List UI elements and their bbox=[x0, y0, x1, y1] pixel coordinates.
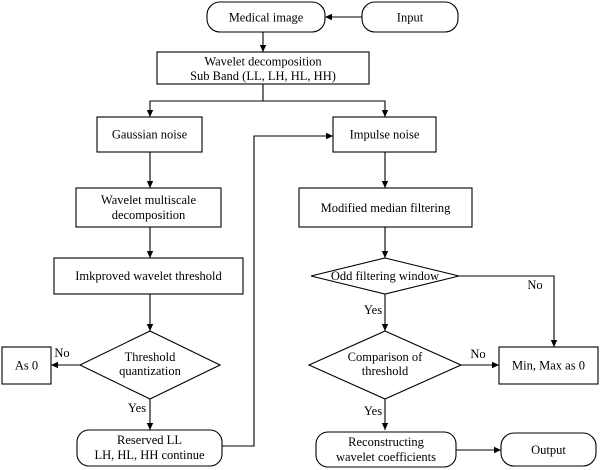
node-odd-window: Odd filtering window bbox=[310, 257, 460, 295]
node-reconstructing: Reconstructing wavelet coefficients bbox=[315, 431, 457, 468]
node-wavelet-decomposition: Wavelet decomposition Sub Band (LL, LH, … bbox=[156, 51, 370, 85]
node-comparison-threshold: Comparison of threshold bbox=[307, 330, 463, 400]
node-medical-image: Medical image bbox=[206, 1, 326, 33]
as-zero-label: As 0 bbox=[15, 359, 38, 373]
threshold-quantization-label-line2: quantization bbox=[119, 364, 182, 378]
gaussian-noise-label: Gaussian noise bbox=[112, 128, 188, 142]
threshold-yes-label: Yes bbox=[128, 401, 146, 415]
wavelet-multiscale-label-line2: decomposition bbox=[112, 208, 186, 222]
node-min-max-zero: Min, Max as 0 bbox=[498, 346, 599, 385]
comparison-threshold-label-line1: Comparison of bbox=[348, 350, 423, 364]
edge-decomposition-to-gaussian bbox=[146, 84, 264, 117]
edge-labels: No Yes No Yes No Yes bbox=[54, 278, 542, 418]
reserved-ll-label-line1: Reserved LL bbox=[117, 433, 182, 447]
wavelet-decomposition-label-line2: Sub Band (LL, LH, HL, HH) bbox=[190, 69, 336, 83]
threshold-quantization-label-line1: Threshold bbox=[125, 350, 176, 364]
odd-window-label: Odd filtering window bbox=[331, 269, 439, 283]
reconstructing-label-line1: Reconstructing bbox=[348, 435, 424, 449]
impulse-noise-label: Impulse noise bbox=[350, 128, 420, 142]
node-reserved-ll: Reserved LL LH, HL, HH continue bbox=[76, 429, 223, 467]
comparison-threshold-label-line2: threshold bbox=[362, 364, 409, 378]
wavelet-decomposition-label-line1: Wavelet decomposition bbox=[204, 55, 322, 69]
reserved-ll-label-line2: LH, HL, HH continue bbox=[94, 448, 204, 462]
node-modified-median: Modified median filtering bbox=[298, 187, 473, 228]
improved-threshold-label: Imkproved wavelet threshold bbox=[75, 269, 222, 283]
node-improved-threshold: Imkproved wavelet threshold bbox=[53, 257, 244, 295]
node-threshold-quantization: Threshold quantization bbox=[78, 330, 222, 400]
edge-reserved-to-impulse bbox=[222, 132, 333, 447]
node-input: Input bbox=[361, 1, 459, 33]
comparison-yes-label: Yes bbox=[364, 404, 382, 418]
node-gaussian-noise: Gaussian noise bbox=[96, 116, 203, 153]
node-output: Output bbox=[500, 432, 597, 467]
node-impulse-noise: Impulse noise bbox=[332, 116, 437, 153]
threshold-no-label: No bbox=[54, 346, 69, 360]
modified-median-label: Modified median filtering bbox=[321, 201, 452, 215]
medical-image-label: Medical image bbox=[229, 11, 304, 25]
min-max-zero-label: Min, Max as 0 bbox=[512, 359, 585, 373]
input-label: Input bbox=[397, 11, 424, 25]
edge-odd-window-to-min-max bbox=[459, 275, 558, 347]
node-wavelet-multiscale: Wavelet multiscale decomposition bbox=[75, 187, 222, 228]
odd-window-yes-label: Yes bbox=[364, 303, 382, 317]
odd-window-no-label: No bbox=[527, 278, 542, 292]
edges bbox=[51, 13, 558, 454]
comparison-no-label: No bbox=[470, 347, 485, 361]
wavelet-multiscale-label-line1: Wavelet multiscale bbox=[101, 193, 197, 207]
output-label: Output bbox=[531, 443, 566, 457]
edge-decomposition-to-impulse bbox=[263, 100, 389, 117]
reconstructing-label-line2: wavelet coefficients bbox=[336, 450, 436, 464]
node-as-zero: As 0 bbox=[1, 346, 52, 385]
